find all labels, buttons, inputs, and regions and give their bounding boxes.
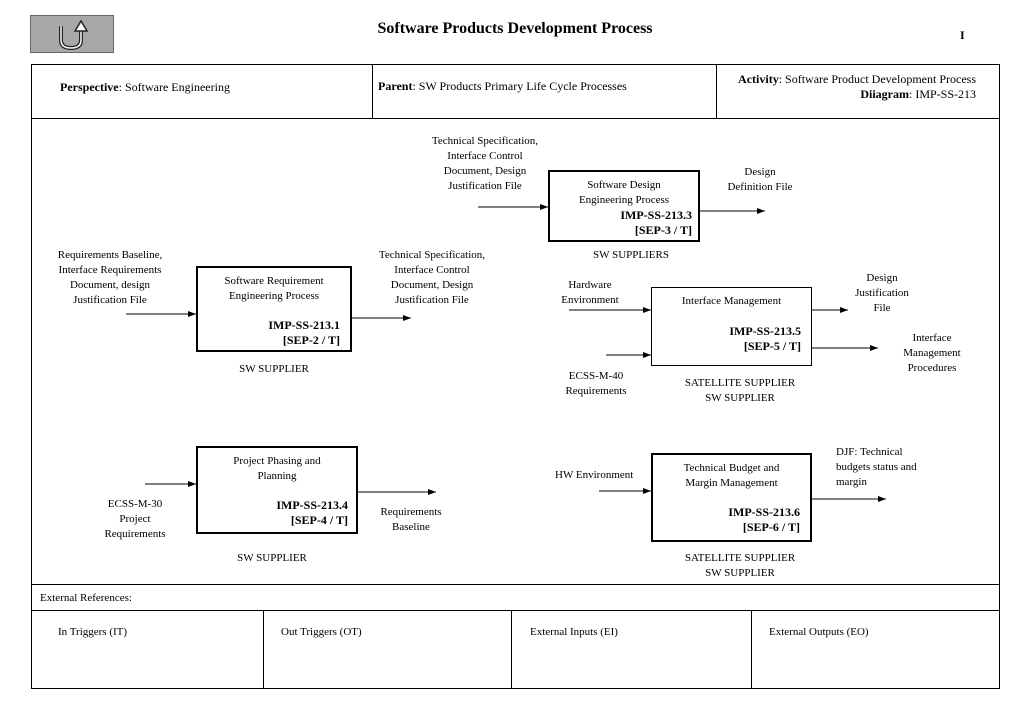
diagram-frame (31, 64, 1000, 689)
external-references-label: External References: (40, 592, 132, 604)
in-triggers-header: In Triggers (IT) (58, 626, 128, 638)
process-code: IMP-SS-213.4[SEP-4 / T] (276, 498, 348, 527)
info-col-divider-2 (716, 64, 717, 118)
page-title: Software Products Development Process (377, 20, 653, 37)
up-navigation-button[interactable] (30, 15, 114, 53)
process-name: Interface Management (681, 295, 782, 307)
footer-columns-divider (31, 610, 1000, 611)
process-code: IMP-SS-213.6[SEP-6 / T] (728, 505, 800, 534)
info-col-divider-1 (372, 64, 373, 118)
footer-divider (31, 584, 1000, 585)
external-outputs-header: External Outputs (EO) (769, 626, 869, 638)
flow-label-p6-input: HW Environment (555, 469, 634, 481)
info-row-divider (31, 118, 1000, 119)
process-code: IMP-SS-213.3[SEP-3 / T] (620, 208, 692, 237)
flow-label-p1-input: Requirements Baseline,Interface Requirem… (57, 249, 163, 306)
footer-col-divider-1 (263, 610, 264, 689)
process-actor: SW SUPPLIER (237, 552, 307, 564)
flow-label-p1-output: Technical Specification,Interface Contro… (378, 249, 486, 306)
external-inputs-header: External Inputs (EI) (530, 626, 618, 638)
page-number: I (960, 28, 965, 42)
footer-col-divider-2 (511, 610, 512, 689)
process-code: IMP-SS-213.1[SEP-2 / T] (268, 318, 340, 347)
process-code: IMP-SS-213.5[SEP-5 / T] (729, 324, 801, 353)
footer-col-divider-3 (751, 610, 752, 689)
perspective-field: Perspective: Software Engineering (60, 80, 230, 94)
out-triggers-header: Out Triggers (OT) (281, 626, 362, 638)
flow-label-p3-input: Technical Specification,Interface Contro… (431, 135, 539, 192)
parent-field: Parent: SW Products Primary Life Cycle P… (378, 79, 627, 93)
process-actor: SW SUPPLIER (239, 363, 309, 375)
activity-field: Activity: Software Product Development P… (738, 72, 976, 101)
process-box-213-5[interactable]: Interface Management IMP-SS-213.5[SEP-5 … (651, 287, 812, 366)
u-turn-arrow-icon (59, 19, 89, 51)
process-actor: SW SUPPLIERS (593, 249, 669, 261)
